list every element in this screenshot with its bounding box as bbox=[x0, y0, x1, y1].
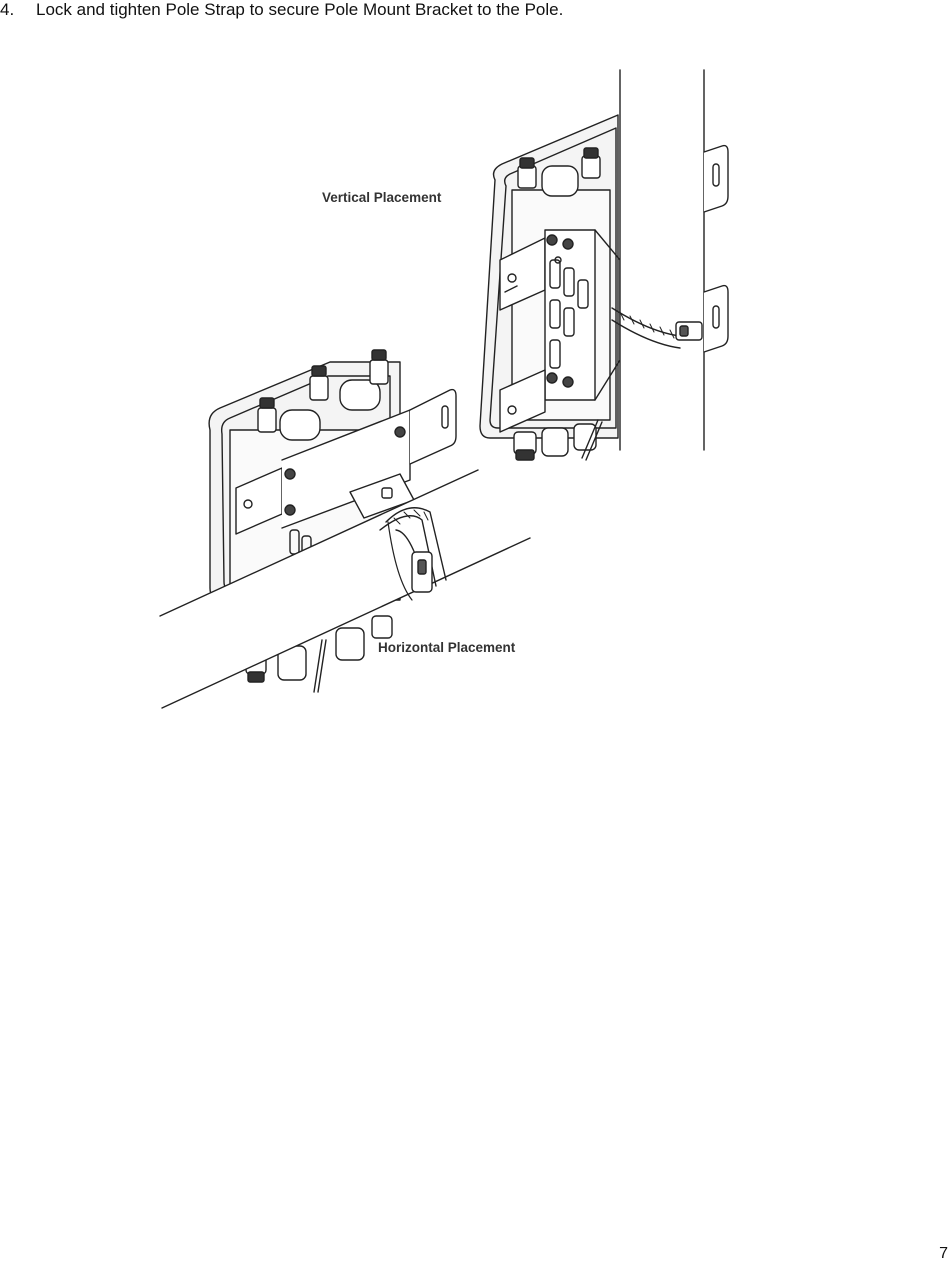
vertical-placement-label: Vertical Placement bbox=[322, 190, 442, 205]
step-number: 4. bbox=[0, 0, 15, 19]
vertical-mount-bracket bbox=[499, 229, 621, 433]
horizontal-bottom-connectors bbox=[245, 615, 393, 693]
pole-mount-drawing: Vertical Placement Horizontal Placement bbox=[159, 69, 729, 709]
horizontal-top-connectors bbox=[257, 349, 389, 441]
page-number: 7 bbox=[939, 1245, 948, 1262]
vertical-bottom-connectors bbox=[513, 419, 603, 461]
step-text: Lock and tighten Pole Strap to secure Po… bbox=[36, 0, 564, 19]
pole-mount-illustration: Vertical Placement Horizontal Placement bbox=[150, 60, 750, 720]
horizontal-pole bbox=[159, 469, 531, 709]
vertical-pole bbox=[611, 69, 729, 451]
vertical-top-connectors bbox=[517, 147, 601, 197]
step-instruction: 4. Lock and tighten Pole Strap to secure … bbox=[0, 0, 563, 20]
vertical-ap-unit bbox=[479, 114, 621, 461]
horizontal-placement-label: Horizontal Placement bbox=[378, 640, 516, 655]
